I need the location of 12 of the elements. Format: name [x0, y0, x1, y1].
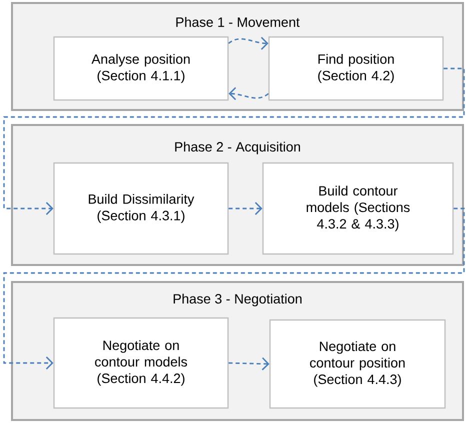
arrow: [3, 68, 465, 215]
process-box: Analyse position (Section 4.1.1): [53, 36, 229, 101]
arrow: [3, 208, 465, 370]
process-box: Negotiate on contour models (Section 4.4.2): [53, 317, 229, 409]
arrow: [228, 357, 270, 370]
process-box: Build Dissimilarity (Section 4.3.1): [53, 162, 229, 255]
process-box: Find position (Section 4.2): [268, 36, 444, 101]
process-box: Build contour models (Sections 4.3.2 & 4.3.3): [262, 162, 454, 255]
arrow: [228, 87, 269, 100]
arrow: [228, 36, 268, 50]
process-box: Negotiate on contour position (Section 4.4.3): [269, 319, 446, 409]
arrow: [228, 202, 262, 215]
